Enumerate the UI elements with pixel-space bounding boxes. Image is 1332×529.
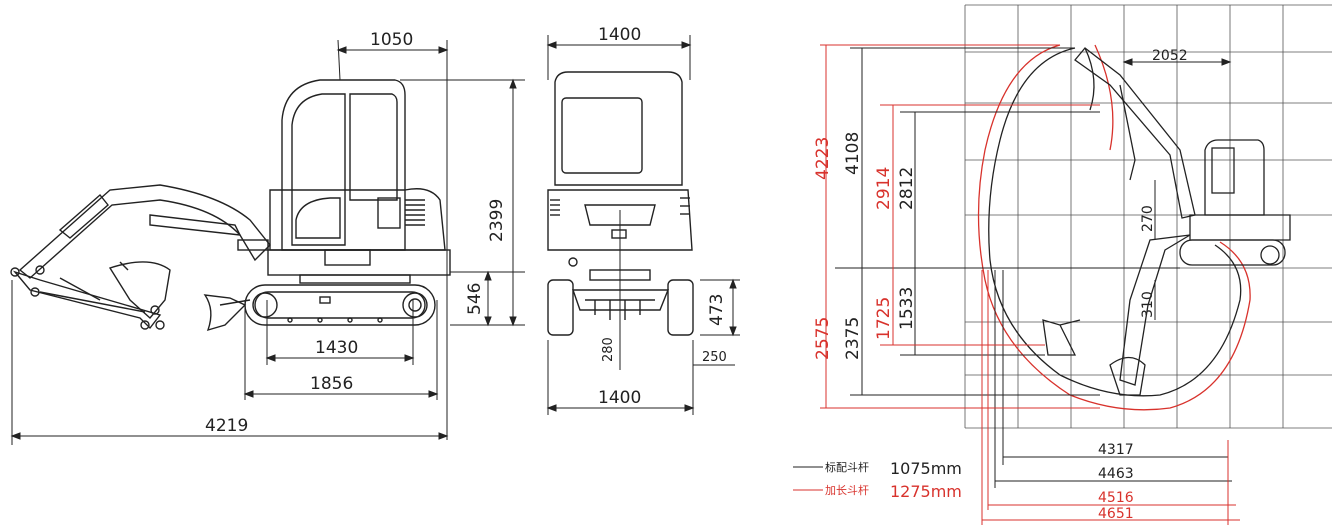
dim-dump-height-std: 2812	[897, 167, 917, 210]
dim-reach-4516: 4516	[1098, 490, 1134, 506]
legend-std-value: 1075mm	[890, 459, 962, 478]
right-track	[667, 279, 694, 336]
dim-track-width: 250	[702, 350, 727, 365]
working-range-dimensions	[835, 47, 1232, 488]
dim-blade-depth: 310	[1140, 291, 1156, 318]
working-envelope-std	[988, 47, 1242, 397]
legend-long-value: 1275mm	[890, 482, 962, 501]
working-range-dimensions-red	[820, 44, 1240, 525]
dozer-blade	[203, 294, 247, 332]
dim-overall-height: 2399	[487, 199, 507, 242]
front-cab	[554, 71, 683, 186]
front-body	[547, 189, 693, 251]
working-envelope-long	[977, 44, 1251, 411]
bucket	[108, 261, 171, 320]
dim-dig-depth-long: 2575	[813, 317, 833, 360]
left-track	[547, 279, 574, 336]
dim-ground-clearance: 280	[601, 337, 616, 362]
arm-stick	[12, 270, 162, 330]
dim-overall-length: 4219	[205, 416, 248, 436]
dim-reach-4317: 4317	[1098, 442, 1134, 458]
side-view-dimensions	[10, 39, 525, 445]
dim-track-center: 1430	[315, 338, 358, 358]
legend-long-label: 加长斗杆	[825, 483, 869, 497]
dim-front-bottom-width: 1400	[598, 388, 641, 408]
cab-outline	[281, 79, 406, 251]
dim-track-height: 473	[707, 294, 727, 326]
dim-min-radius: 2052	[1152, 48, 1188, 64]
legend: 标配斗杆 1075mm 加长斗杆 1275mm	[793, 459, 962, 501]
dim-dump-height-long: 2914	[874, 167, 894, 210]
track	[244, 284, 436, 326]
dim-max-height-std: 4108	[843, 132, 863, 175]
dim-wall-depth-std: 1533	[897, 287, 917, 330]
side-view	[10, 79, 451, 332]
engine-cover	[269, 188, 446, 251]
boom	[18, 184, 271, 279]
dim-dig-depth-std: 2375	[843, 317, 863, 360]
dim-reach-4463: 4463	[1098, 466, 1134, 482]
dim-boom-offset: 270	[1140, 205, 1156, 232]
dim-front-top-width: 1400	[598, 25, 641, 45]
dim-wall-depth-long: 1725	[874, 297, 894, 340]
dim-cab-length: 1050	[370, 30, 413, 50]
working-range-excavator	[1042, 47, 1291, 396]
dim-track-length: 1856	[310, 374, 353, 394]
front-view-dimensions	[546, 35, 740, 415]
dim-reach-4651: 4651	[1098, 506, 1134, 522]
dim-rear-height: 546	[465, 283, 485, 315]
dim-max-height-long: 4223	[813, 137, 833, 180]
legend-std-label: 标配斗杆	[825, 460, 869, 474]
